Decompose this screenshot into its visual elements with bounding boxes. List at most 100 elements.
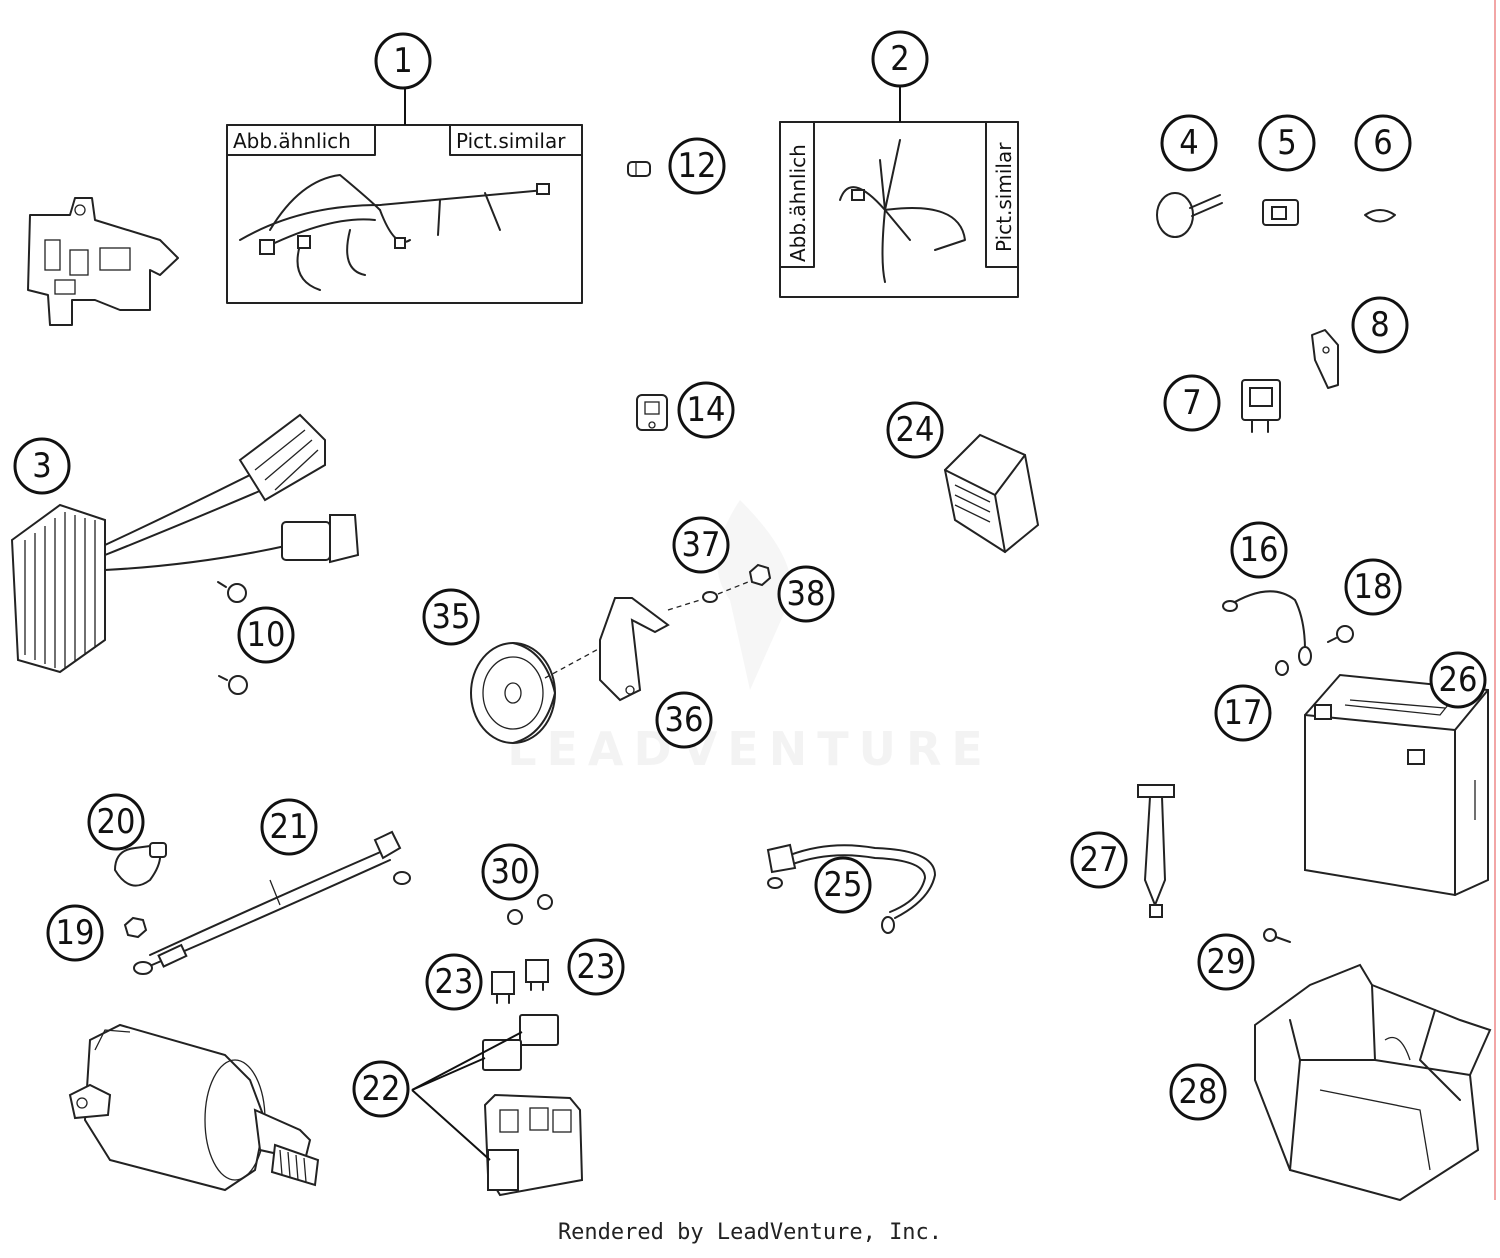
screw-drawing-b: [218, 675, 248, 695]
callout-5: 5: [1258, 114, 1316, 172]
starter-motor-drawing: [68, 1023, 320, 1192]
svg-text:5: 5: [1277, 123, 1296, 163]
svg-text:7: 7: [1182, 383, 1201, 423]
svg-text:19: 19: [56, 913, 95, 953]
box1-label-left: Abb.ähnlich: [233, 129, 351, 153]
svg-text:8: 8: [1370, 305, 1389, 345]
bracket-drawing: [27, 197, 179, 326]
callout-18: 18: [1344, 558, 1402, 616]
svg-text:28: 28: [1179, 1072, 1218, 1112]
svg-text:1: 1: [393, 41, 412, 81]
callout-28: 28: [1169, 1063, 1227, 1121]
voltage-regulator-drawing: [10, 413, 360, 674]
svg-text:10: 10: [247, 615, 286, 655]
callout-12: 12: [668, 137, 726, 195]
cable-tie-drawing: [1156, 192, 1223, 238]
svg-text:23: 23: [577, 947, 616, 987]
starter-cable-drawing: [133, 830, 411, 975]
svg-text:20: 20: [97, 802, 136, 842]
control-unit-drawing: [943, 433, 1040, 554]
svg-text:17: 17: [1224, 693, 1263, 733]
callout-20: 20: [87, 793, 145, 851]
svg-text:21: 21: [270, 807, 309, 847]
horn-bracket-drawing: [599, 597, 670, 702]
lock-washer-drawing: [1275, 660, 1289, 676]
svg-text:35: 35: [432, 597, 471, 637]
svg-text:27: 27: [1080, 840, 1119, 880]
callout-2: 2: [871, 30, 929, 88]
callout-35: 35: [422, 588, 480, 646]
svg-text:38: 38: [787, 574, 826, 614]
callout-29: 29: [1197, 933, 1255, 991]
wiring-harness-box: Abb.ähnlich Pict.similar: [226, 124, 583, 304]
callout-22: 22: [352, 1060, 410, 1118]
holder-screw-drawing: [1263, 928, 1291, 943]
callout-37: 37: [672, 516, 730, 574]
relay-drawing: [1241, 379, 1281, 433]
svg-text:4: 4: [1179, 123, 1198, 163]
terminal-nut-drawing: [123, 916, 148, 939]
callout-26: 26: [1429, 651, 1487, 709]
washer-drawing: [667, 581, 749, 611]
sub-harness-box: Abb.ähnlich Pict.similar: [779, 121, 1019, 298]
callout-14: 14: [677, 381, 735, 439]
callout-3: 3: [13, 437, 71, 495]
svg-text:16: 16: [1240, 530, 1279, 570]
watermark-logo: LEADVENTURE: [507, 500, 993, 776]
callout-23-right: 23: [567, 938, 625, 996]
svg-text:29: 29: [1207, 942, 1246, 982]
connector-drawing: [636, 394, 668, 431]
ground-cable-drawing: [1222, 590, 1312, 666]
callout-38: 38: [777, 565, 835, 623]
callout-4: 4: [1160, 114, 1218, 172]
svg-text:22: 22: [362, 1069, 401, 1109]
svg-text:2: 2: [890, 39, 909, 79]
callout-19: 19: [46, 904, 104, 962]
callout-25: 25: [814, 856, 872, 914]
relay-screws-drawing: [507, 894, 553, 925]
box2-label-left: Abb.ähnlich: [786, 144, 810, 262]
svg-text:6: 6: [1373, 123, 1392, 163]
nut-drawing: [748, 563, 772, 587]
watermark-text: LEADVENTURE: [507, 722, 993, 776]
bracket-plate-drawing: [1311, 329, 1339, 389]
starter-relay-drawing: [482, 1014, 584, 1197]
svg-text:30: 30: [491, 852, 530, 892]
callout-16: 16: [1230, 521, 1288, 579]
callout-23-left: 23: [425, 953, 483, 1011]
callout-6: 6: [1354, 114, 1412, 172]
box1-label-right: Pict.similar: [456, 129, 566, 153]
battery-holder-drawing: [1254, 963, 1492, 1202]
callout-1: 1: [374, 32, 432, 90]
callout-21: 21: [260, 798, 318, 856]
bulb-drawing: [627, 161, 651, 177]
svg-text:18: 18: [1354, 567, 1393, 607]
holder-clip-drawing: [1262, 199, 1299, 226]
callout-27: 27: [1070, 831, 1128, 889]
screw-drawing-a: [217, 581, 247, 603]
spring-clip-drawing: [1364, 209, 1396, 223]
callout-8: 8: [1351, 296, 1409, 354]
svg-text:23: 23: [435, 962, 474, 1002]
callout-7: 7: [1163, 374, 1221, 432]
horn-drawing: [470, 639, 616, 744]
callout-17: 17: [1214, 684, 1272, 742]
svg-text:36: 36: [665, 700, 704, 740]
fuse-drawing-b: [525, 959, 549, 991]
svg-text:37: 37: [682, 525, 721, 565]
svg-text:3: 3: [32, 446, 51, 486]
svg-text:14: 14: [687, 390, 726, 430]
terminal-cap-drawing: [113, 842, 167, 887]
svg-text:24: 24: [896, 410, 935, 450]
callout-36: 36: [655, 691, 713, 749]
svg-text:26: 26: [1439, 660, 1478, 700]
footer-credit: Rendered by LeadVenture, Inc.: [557, 1220, 943, 1245]
fuse-drawing-a: [491, 971, 515, 1004]
callout-24: 24: [886, 401, 944, 459]
svg-text:25: 25: [824, 865, 863, 905]
battery-bolt-drawing: [1327, 625, 1354, 643]
battery-cable-drawing: [766, 843, 936, 934]
leader-lines: [404, 86, 901, 1161]
callout-10: 10: [237, 606, 295, 664]
